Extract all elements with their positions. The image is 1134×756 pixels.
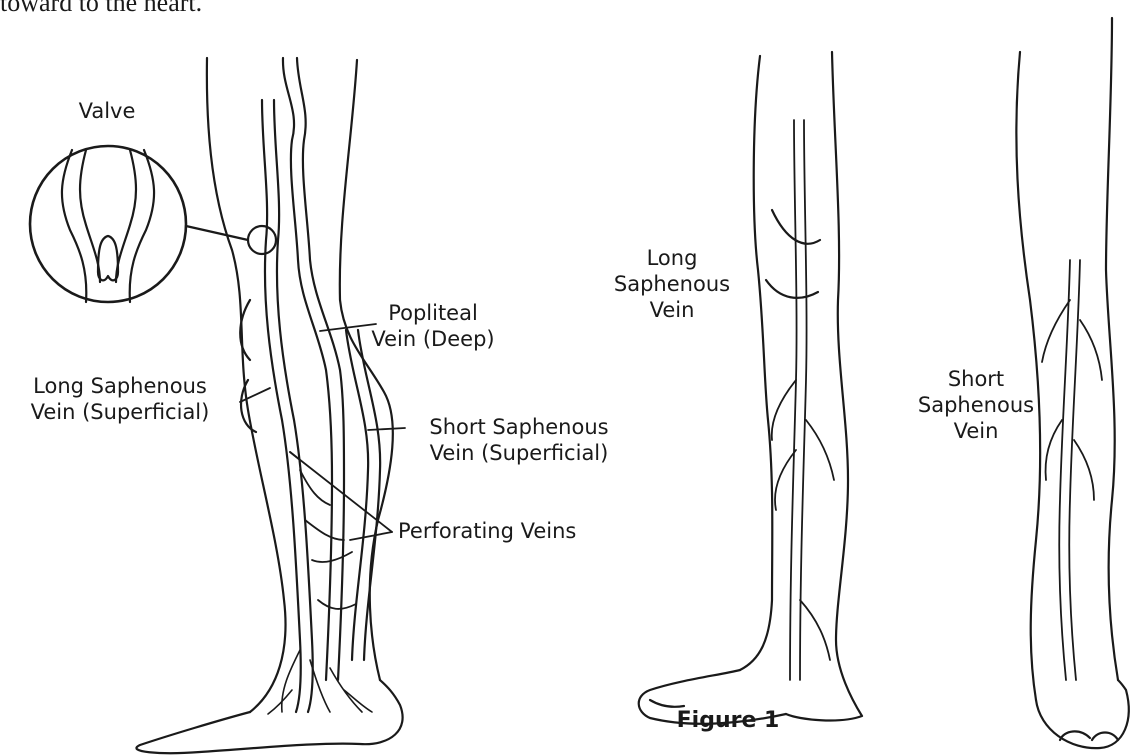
right-short-saphenous-label: Short Saphenous Vein (914, 366, 1038, 444)
valve-label: Valve (52, 98, 162, 124)
long-saphenous-vein-label: Long Saphenous Vein (Superficial) (0, 373, 240, 425)
right-short-saphenous-vein (1042, 260, 1102, 680)
perforating-veins-label: Perforating Veins (398, 518, 576, 544)
short-saphenous-vein-left (346, 330, 380, 660)
long-saphenous-vein-label-line-1: Long Saphenous (0, 373, 240, 399)
right-short-saphenous-label-line-2: Saphenous (914, 392, 1038, 418)
figure-caption: Figure 1 (677, 708, 780, 733)
middle-long-saphenous-label-line-1: Long (610, 245, 734, 271)
popliteal-vein-label: Popliteal Vein (Deep) (360, 300, 506, 352)
deep-vein-popliteal (283, 58, 344, 680)
right-short-saphenous-label-line-1: Short (914, 366, 1038, 392)
middle-long-saphenous-label-line-2: Saphenous (610, 271, 734, 297)
short-saphenous-vein-label-line-2: Vein (Superficial) (404, 440, 634, 466)
middle-long-saphenous-vein (772, 120, 834, 680)
middle-leg-outline (639, 52, 862, 724)
short-saphenous-vein-label: Short Saphenous Vein (Superficial) (404, 414, 634, 466)
valve-magnifier (30, 146, 186, 302)
right-short-saphenous-label-line-3: Vein (914, 418, 1038, 444)
middle-long-saphenous-label: Long Saphenous Vein (610, 245, 734, 323)
long-saphenous-vein-label-line-2: Vein (Superficial) (0, 399, 240, 425)
popliteal-vein-label-line-1: Popliteal (360, 300, 506, 326)
short-saphenous-vein-label-line-1: Short Saphenous (404, 414, 634, 440)
popliteal-vein-label-line-2: Vein (Deep) (360, 326, 506, 352)
middle-long-saphenous-label-line-3: Vein (610, 297, 734, 323)
foot-vein-branches (268, 650, 372, 714)
